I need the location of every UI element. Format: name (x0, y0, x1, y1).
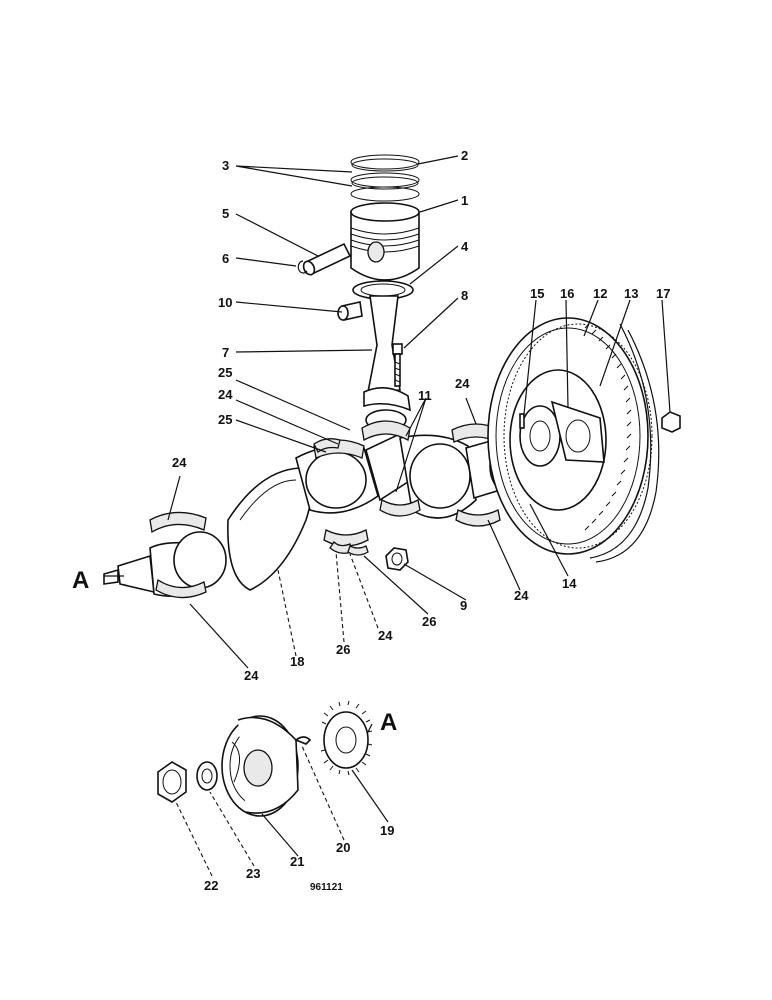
callout-24-right: 24 (455, 376, 470, 391)
callout-17: 17 (656, 286, 670, 301)
callout-24-lower-right: 24 (514, 588, 529, 603)
nut (385, 547, 409, 571)
callout-20: 20 (336, 840, 350, 855)
callout-24-left-top: 24 (172, 455, 187, 470)
dowel (519, 413, 525, 429)
washer (196, 761, 218, 791)
callout-24-upper: 24 (218, 387, 233, 402)
callout-25-upper: 25 (218, 365, 232, 380)
view-marker-a-right: A (380, 709, 397, 736)
piston-rings (350, 154, 420, 202)
callout-19: 19 (380, 823, 394, 838)
callout-24-lower-left: 24 (244, 668, 259, 683)
flywheel-ring-gear-teeth (584, 323, 632, 531)
leader-lines (104, 155, 671, 877)
locking-plate (550, 400, 605, 463)
callout-22: 22 (204, 878, 218, 893)
callout-9: 9 (460, 598, 467, 613)
callout-8: 8 (461, 288, 468, 303)
small-end-bush (337, 301, 363, 321)
callout-14: 14 (562, 576, 577, 591)
flywheel-bolt (661, 411, 681, 433)
callout-11: 11 (418, 388, 432, 403)
woodruff-key (294, 736, 312, 745)
timing-gear (320, 700, 373, 776)
callout-23: 23 (246, 866, 260, 881)
callout-5: 5 (222, 206, 229, 221)
gudgeon-pin (302, 242, 352, 276)
callout-12: 12 (593, 286, 607, 301)
circlip (297, 260, 308, 274)
callout-3: 3 (222, 158, 229, 173)
callout-15: 15 (530, 286, 544, 301)
callout-2: 2 (461, 148, 468, 163)
callout-16: 16 (560, 286, 574, 301)
callout-1: 1 (461, 193, 468, 208)
connecting-rod (352, 280, 414, 431)
callout-25-lower: 25 (218, 412, 232, 427)
callout-24-lower-center: 24 (378, 628, 393, 643)
spigot-bearing (519, 405, 561, 467)
callout-21: 21 (290, 854, 304, 869)
pulley (221, 715, 299, 817)
callout-labels: 2 3 1 5 4 6 8 10 7 25 11 24 25 24 15 16 … (72, 148, 670, 893)
figure-reference-number: 961121 (310, 882, 343, 893)
callout-26-left: 26 (336, 642, 350, 657)
callout-6: 6 (222, 251, 229, 266)
callout-18: 18 (290, 654, 304, 669)
view-marker-a-left: A (72, 567, 89, 594)
callout-13: 13 (624, 286, 638, 301)
callout-4: 4 (461, 239, 469, 254)
big-end-bearings (361, 420, 421, 517)
callout-7: 7 (222, 345, 229, 360)
pulley-nut (157, 761, 187, 803)
crankshaft (103, 430, 520, 598)
callout-26-right: 26 (422, 614, 436, 629)
callout-10: 10 (218, 295, 232, 310)
con-rod-bolt (392, 343, 403, 387)
piston (350, 202, 420, 281)
